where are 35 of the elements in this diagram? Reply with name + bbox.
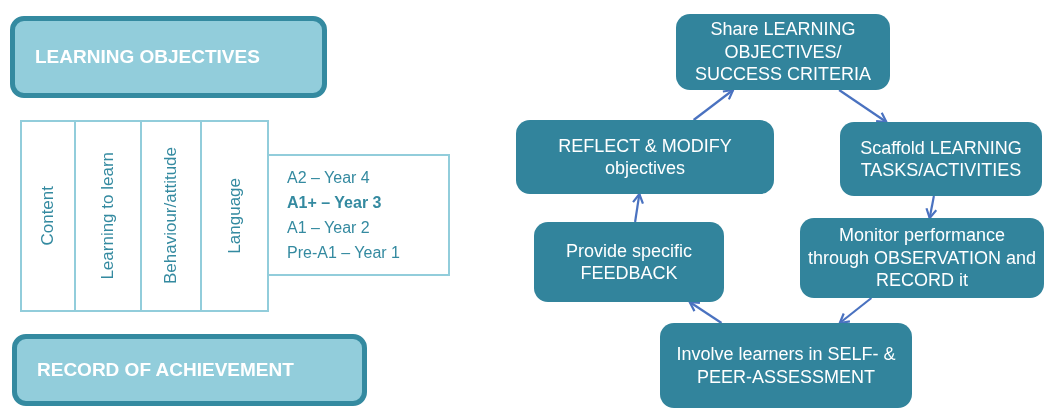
label-text: Language <box>224 178 245 254</box>
level-text: A2 – Year 4 <box>287 168 370 188</box>
level-list <box>267 154 450 276</box>
label-text: Monitor performance through OBSERVATION and RECORD it <box>806 224 1038 292</box>
title-banner <box>10 16 327 98</box>
label-text: Provide specific FEEDBACK <box>564 239 694 285</box>
label-text: Behaviour/attitude <box>161 147 181 285</box>
label-text: LEARNING OBJECTIVES <box>35 46 260 68</box>
process-box <box>660 323 912 408</box>
arrow <box>838 89 888 124</box>
label-text: REFLECT & MODIFY objectives <box>557 134 733 180</box>
level-text: A1+ – Year 3 <box>287 193 382 213</box>
label-text: Involve learners in SELF- & PEER-ASSESSMENT <box>675 343 897 388</box>
label-text: Learning to learn <box>98 152 118 280</box>
label-text: RECORD OF ACHIEVEMENT <box>37 359 294 381</box>
process-box <box>534 222 724 302</box>
arrow <box>838 297 873 325</box>
label-text: Content <box>38 186 58 246</box>
label-text: Share LEARNING OBJECTIVES/ SUCCESS CRITERIA <box>694 18 872 86</box>
column-cell <box>140 120 202 312</box>
label-text: Scaffold LEARNING TASKS/ACTIVITIES <box>859 136 1023 182</box>
column-cell <box>20 120 76 312</box>
arrow <box>688 300 723 324</box>
process-box <box>516 120 774 194</box>
title-banner <box>12 334 367 406</box>
arrow <box>631 192 645 223</box>
column-cell <box>200 120 269 312</box>
column-cell <box>74 120 142 312</box>
level-text: Pre-A1 – Year 1 <box>287 243 400 263</box>
process-box <box>676 14 890 90</box>
arrow <box>925 195 938 220</box>
process-box <box>840 122 1042 196</box>
process-box <box>800 218 1044 298</box>
arrow <box>692 88 735 121</box>
level-text: A1 – Year 2 <box>287 218 370 238</box>
